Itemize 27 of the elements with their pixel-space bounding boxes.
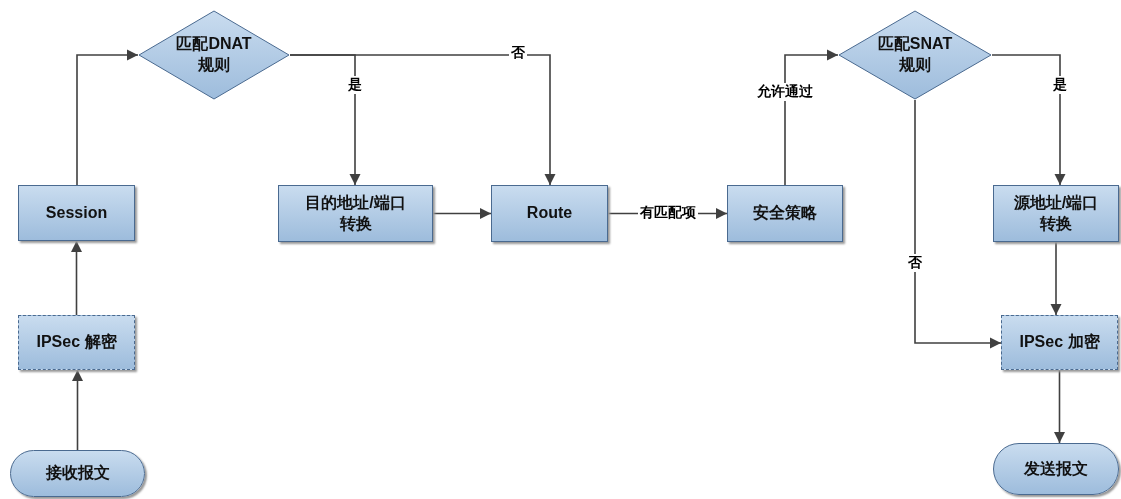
arrow (432, 207, 492, 220)
process-box: Session (18, 185, 135, 241)
arrow (1050, 241, 1062, 316)
edge-label: 是 (346, 76, 364, 94)
edge-label: 否 (906, 254, 924, 272)
edge-label: 否 (509, 44, 527, 62)
arrow (1053, 369, 1066, 444)
decision-diamond: 匹配SNAT规则 (838, 10, 992, 100)
arrow (71, 369, 84, 451)
arrow (289, 54, 556, 186)
edge-label: 是 (1051, 76, 1069, 94)
terminal-box: 接收报文 (10, 450, 145, 497)
arrow (76, 49, 139, 186)
edge-label: 有匹配项 (638, 204, 698, 222)
process-box: IPSec 加密 (1001, 315, 1118, 370)
decision-diamond: 匹配DNAT规则 (138, 10, 290, 100)
arrow (70, 240, 83, 316)
process-box: 源地址/端口转换 (993, 185, 1119, 242)
process-box: Route (491, 185, 608, 242)
terminal-box: 发送报文 (993, 443, 1119, 495)
process-box: IPSec 解密 (18, 315, 135, 370)
process-box: 目的地址/端口转换 (278, 185, 433, 242)
edge-label: 允许通过 (755, 83, 815, 101)
arrow (991, 54, 1066, 186)
arrow (914, 99, 1002, 349)
process-box: 安全策略 (727, 185, 843, 242)
arrow (784, 49, 839, 186)
